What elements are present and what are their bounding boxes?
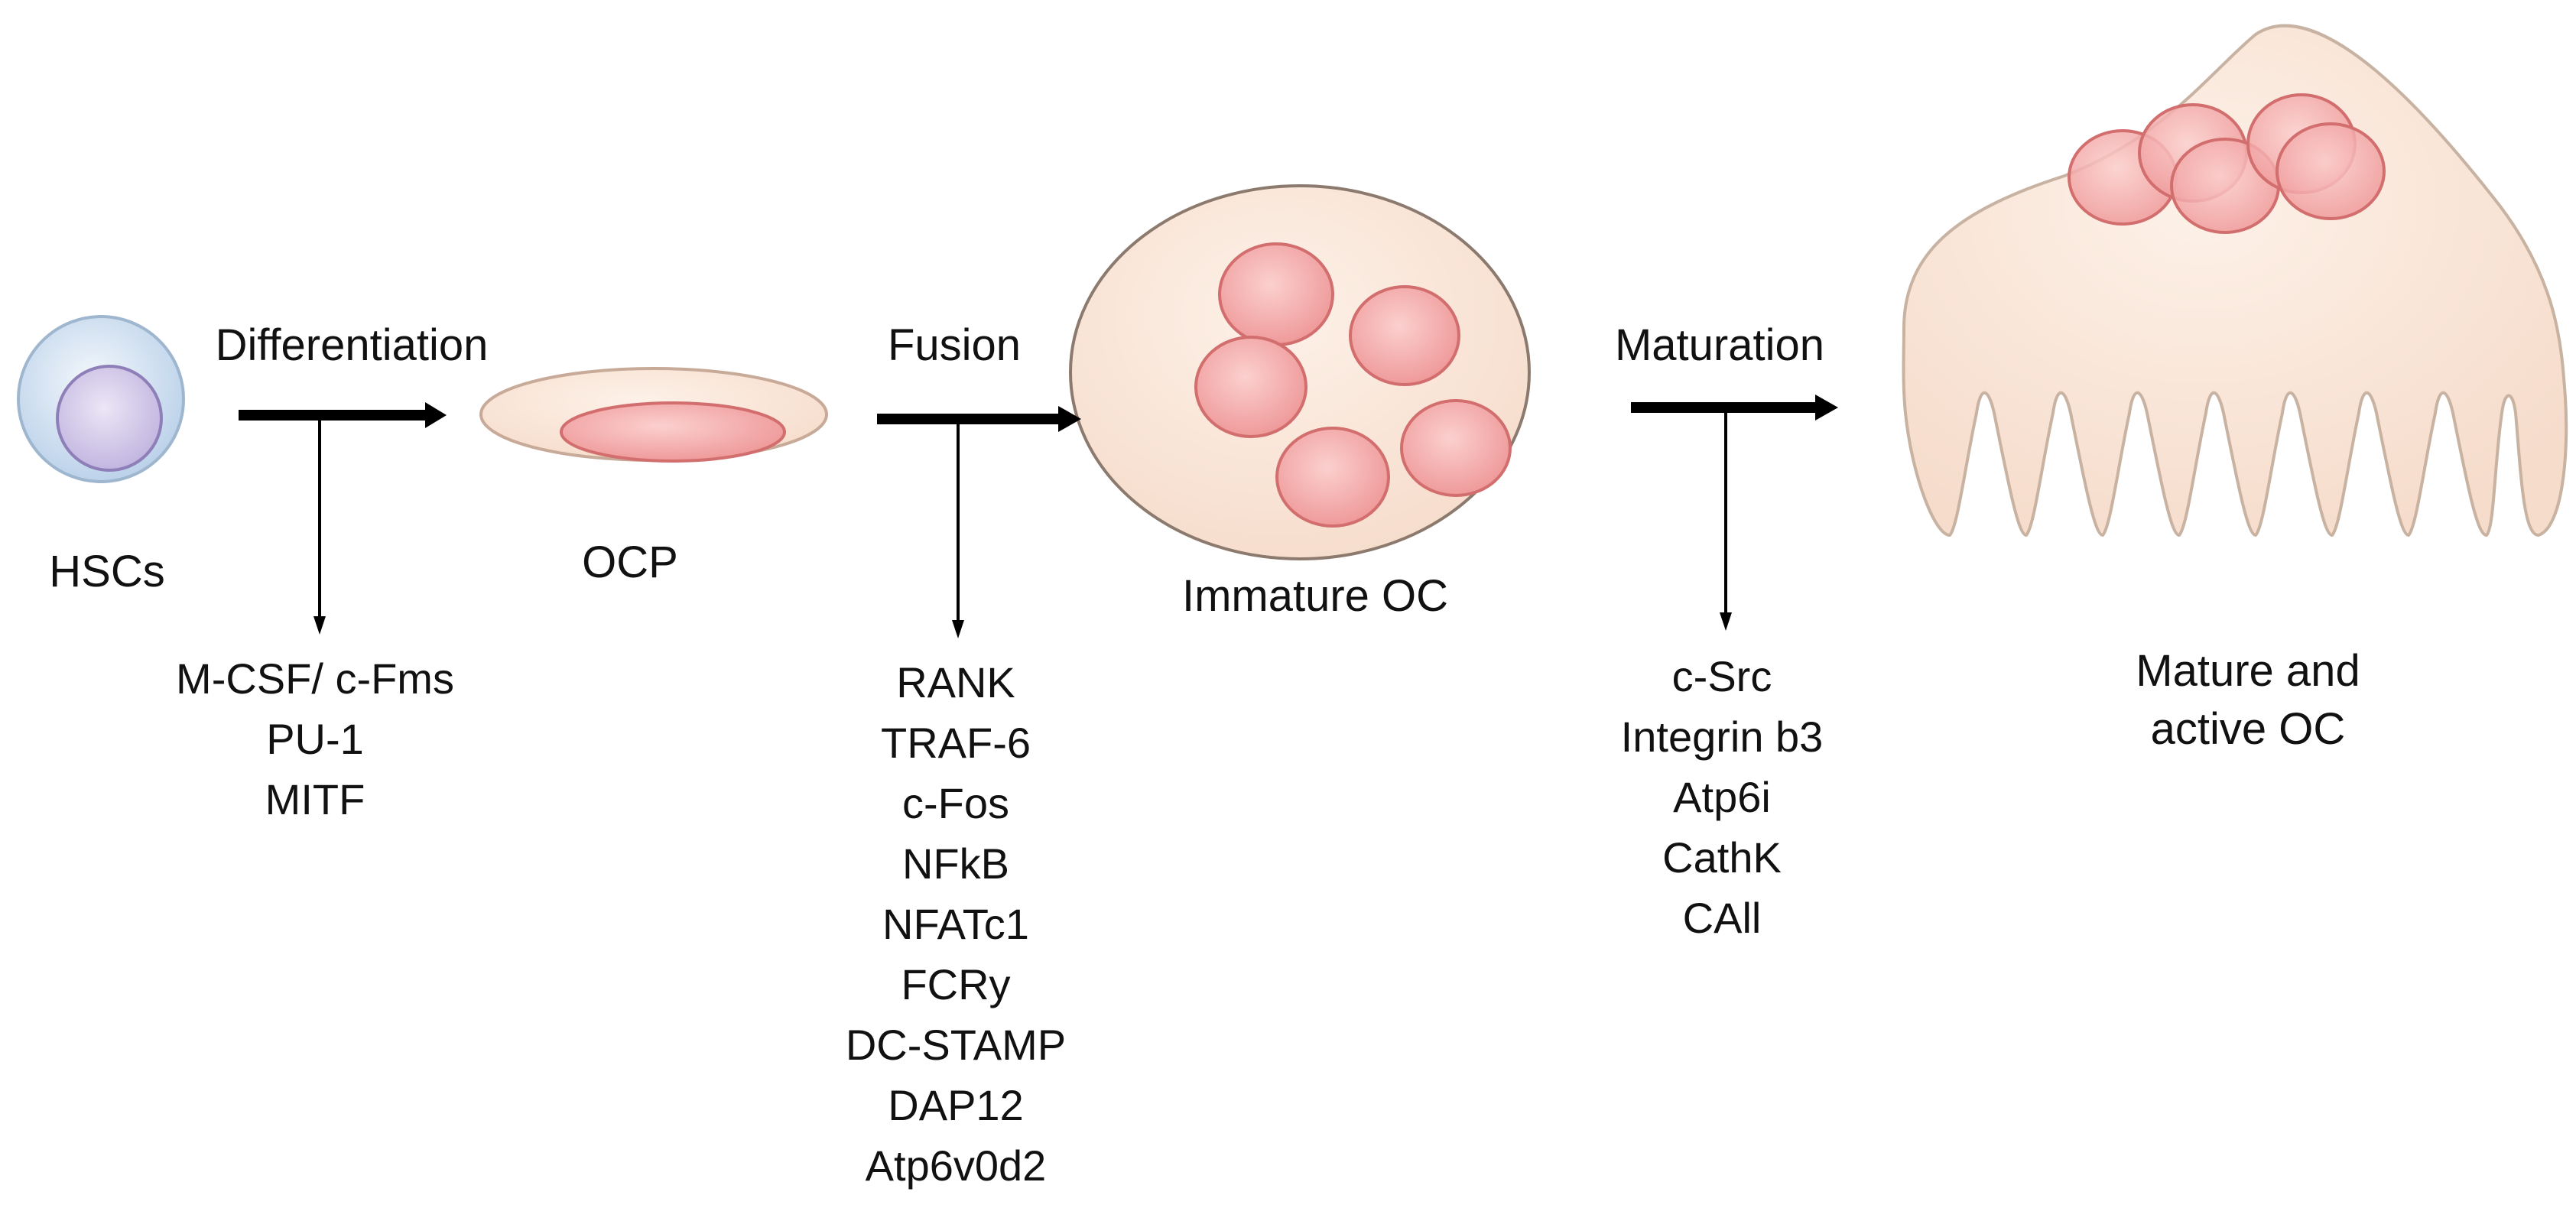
factor-item: MITF [265,775,365,823]
factor-list-maturation: c-Src Integrin b3 Atp6i CathK CAll [1621,646,1824,948]
branch-arrow-differentiation [313,415,326,635]
factor-item: M-CSF/ c-Fms [176,654,454,703]
branch-arrow-maturation [1720,408,1732,631]
stage-label-immature-oc: Immature OC [1181,571,1449,621]
factor-list-fusion: RANK TRAF-6 c-Fos NFkB NFATc1 FCRy DC-ST… [846,652,1066,1196]
factor-list-differentiation: M-CSF/ c-Fms PU-1 MITF [176,648,454,830]
factor-item: NFkB [901,839,1009,888]
factor-item: NFATc1 [882,900,1029,948]
factor-item: Atp6i [1673,773,1771,821]
factor-item: FCRy [901,960,1011,1008]
mature-oc-cell [1902,24,2568,537]
factor-item: RANK [896,658,1015,706]
factor-item: TRAF-6 [880,719,1031,767]
factor-item: c-Fos [901,779,1009,827]
stage-label-mature-oc: Mature and active OC [2136,642,2360,758]
factor-item: DAP12 [888,1081,1024,1129]
factor-item: Integrin b3 [1620,713,1824,761]
step-label-maturation: Maturation [1614,320,1825,370]
stage-label-ocp: OCP [582,537,678,587]
step-label-fusion: Fusion [887,320,1022,370]
factor-item: CAll [1682,894,1762,942]
arrow-fusion [877,406,1081,432]
stage-label-hsc: HSCs [49,547,165,596]
factor-item: DC-STAMP [845,1021,1067,1069]
factor-item: c-Src [1671,652,1772,700]
arrow-differentiation [239,402,447,428]
stage-label-mature-line1: Mature and [2136,646,2360,696]
immature-oc-cell [1069,184,1531,560]
factor-item: PU-1 [266,715,364,763]
stage-label-mature-line2: active OC [2150,704,2346,754]
factor-item: CathK [1662,833,1782,882]
step-label-differentiation: Differentiation [215,320,489,370]
branch-arrow-fusion [952,419,964,638]
hsc-cell [17,315,185,483]
ocp-cell [479,367,828,463]
factor-item: Atp6v0d2 [865,1141,1047,1190]
arrow-maturation [1631,395,1838,421]
